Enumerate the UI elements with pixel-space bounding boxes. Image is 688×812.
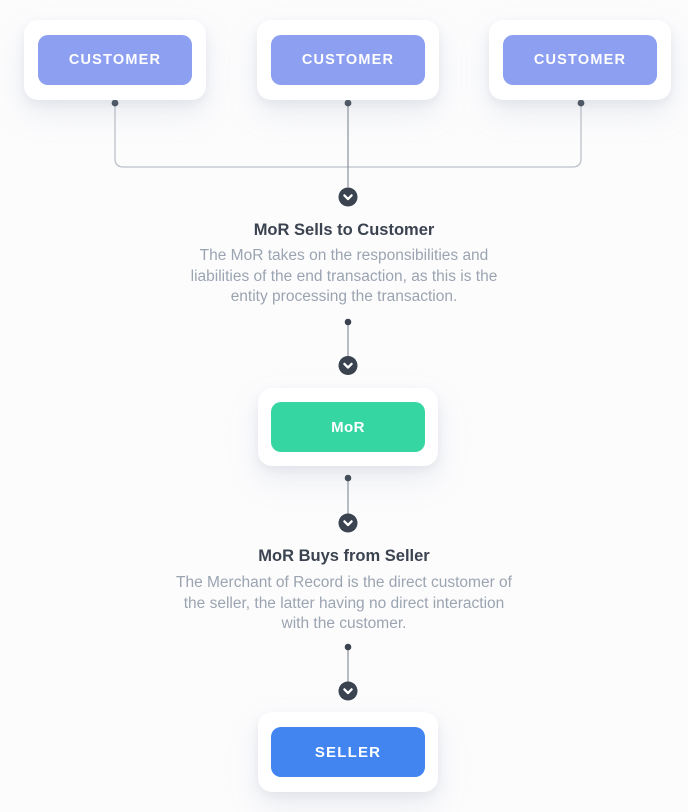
chevron-down-icon <box>338 513 358 533</box>
dot-icon <box>577 99 585 107</box>
dot-icon <box>344 318 352 326</box>
step-title-buys: MoR Buys from Seller <box>258 547 430 565</box>
chevron-down-icon <box>338 681 358 701</box>
desc-line: The Merchant of Record is the direct cus… <box>176 574 512 591</box>
dot-icon <box>344 474 352 482</box>
customer-chip: CUSTOMER <box>38 35 192 85</box>
desc-line: with the customer. <box>281 615 407 632</box>
mor-node: MoR <box>258 388 438 466</box>
desc-line: The MoR takes on the responsibilities an… <box>199 247 489 264</box>
step-desc-sells: The MoR takes on the responsibilities an… <box>0 246 688 308</box>
desc-line: liabilities of the end transaction, as t… <box>190 267 498 285</box>
dot-icon <box>344 643 352 651</box>
desc-line: the seller, the latter having no direct … <box>183 594 505 612</box>
customer-chip: CUSTOMER <box>271 35 425 85</box>
customer-chip: CUSTOMER <box>503 35 657 85</box>
step-desc-buys: The Merchant of Record is the direct cus… <box>0 573 688 635</box>
connector-mor-to-step2 <box>344 474 352 523</box>
step-title-sells: MoR Sells to Customer <box>253 221 435 239</box>
connector-step1-to-mor <box>344 318 352 365</box>
connector-step2-to-seller <box>344 643 352 691</box>
chevron-down-icon <box>338 356 358 375</box>
dot-icon <box>344 99 352 107</box>
dot-icon <box>111 99 119 107</box>
mor-chip: MoR <box>271 402 425 452</box>
customer-node-2: CUSTOMER <box>257 20 439 100</box>
customer-node-3: CUSTOMER <box>489 20 671 100</box>
desc-line: entity processing the transaction. <box>230 288 458 305</box>
seller-chip: SELLER <box>271 727 425 777</box>
merge-connector <box>111 99 585 187</box>
chevron-down-icon <box>338 187 358 207</box>
seller-node: SELLER <box>258 712 438 792</box>
customer-node-1: CUSTOMER <box>24 20 206 100</box>
